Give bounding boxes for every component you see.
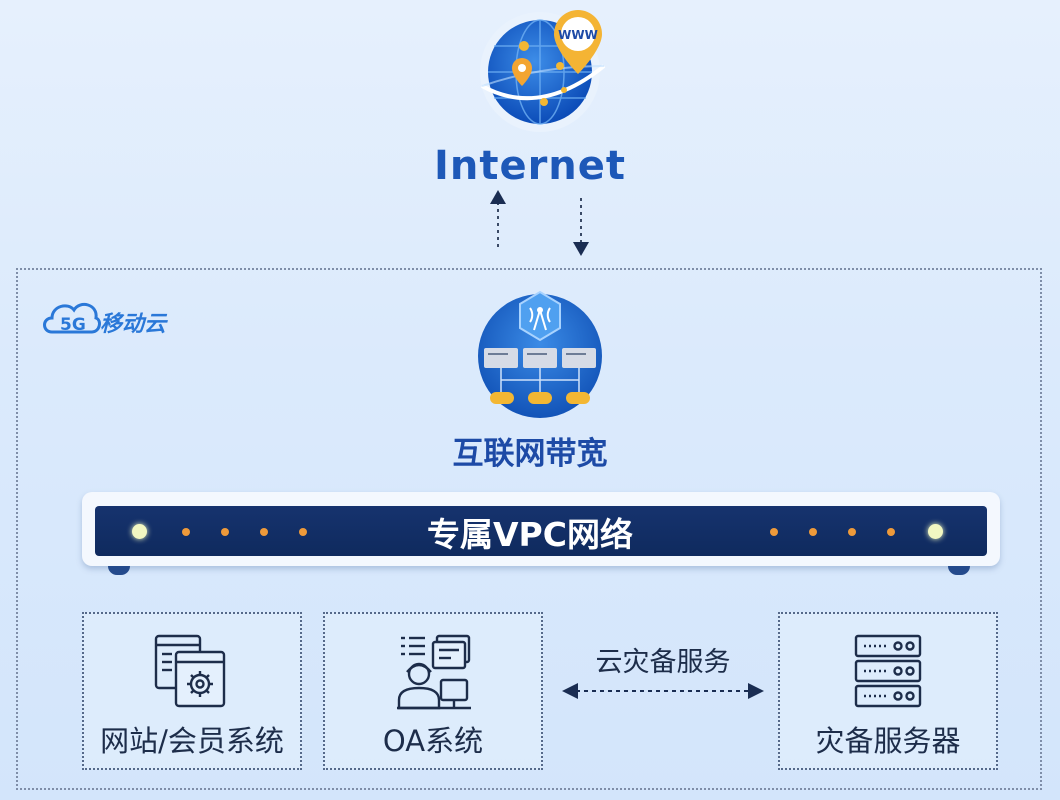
indicator-dot (770, 528, 778, 536)
dr-server-label: 灾备服务器 (815, 724, 961, 758)
brand-5g-text: 5G (60, 315, 86, 335)
indicator-dot (299, 528, 307, 536)
website-settings-icon (154, 634, 226, 708)
internet-label: Internet (433, 143, 627, 189)
vpc-label: 专属VPC网络 (427, 515, 633, 554)
oa-system-label: OA系统 (382, 724, 484, 758)
server-rack-icon (854, 634, 922, 708)
bandwidth-label: 互联网带宽 (452, 436, 608, 472)
dr-server-box (778, 612, 998, 770)
office-user-icon (397, 634, 471, 710)
vpc-bar-foot-left (108, 566, 130, 575)
website-system-label: 网站/会员系统 (100, 724, 284, 758)
indicator-dot (221, 528, 229, 536)
dr-service-label: 云灾备服务 (595, 647, 731, 678)
vpc-bar (95, 506, 987, 556)
indicator-dot (848, 528, 856, 536)
dr-service-arrow (562, 683, 764, 699)
cloud-logo-icon: 5G (43, 302, 101, 335)
vpc-bar-foot-right (948, 566, 970, 575)
bandwidth-network-icon (478, 290, 602, 418)
status-led-right (928, 524, 943, 539)
indicator-dot (260, 528, 268, 536)
status-led-left (132, 524, 147, 539)
indicator-dot (182, 528, 190, 536)
traffic-arrows (490, 190, 589, 256)
cloud-region-frame (16, 268, 1042, 790)
brand-name: 移动云 (100, 312, 167, 337)
indicator-dot (887, 528, 895, 536)
www-badge: WWW (558, 28, 598, 42)
internet-globe-icon: WWW (480, 10, 606, 132)
indicator-dot (809, 528, 817, 536)
